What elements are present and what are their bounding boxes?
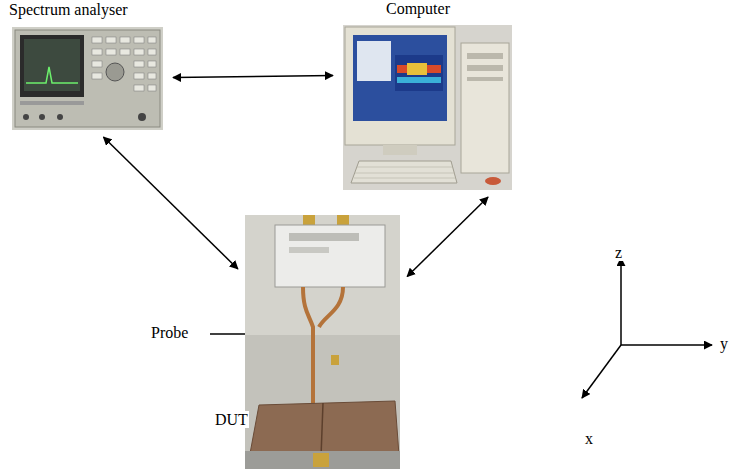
device-heading: Spectrum analyser	[8, 1, 129, 18]
double-arrow	[407, 197, 488, 277]
double-arrow	[173, 76, 333, 78]
computer-photo	[343, 25, 512, 190]
part-name: Probe	[150, 324, 189, 341]
axis-label: x	[584, 430, 594, 447]
axis-label: y	[719, 335, 729, 352]
axis-triad	[582, 258, 712, 398]
analyser-photo-box: Spectrum analyser	[12, 27, 163, 130]
part-name: DUT	[214, 411, 249, 428]
probe-setup-box: ProbeDUT	[245, 215, 400, 469]
axis-label: z	[614, 244, 623, 261]
computer-photo-box: Computer	[343, 25, 512, 190]
analyser-photo	[12, 27, 163, 130]
probe-setup-photo	[245, 215, 400, 469]
double-arrow	[103, 137, 237, 269]
device-heading: Computer	[385, 0, 451, 17]
